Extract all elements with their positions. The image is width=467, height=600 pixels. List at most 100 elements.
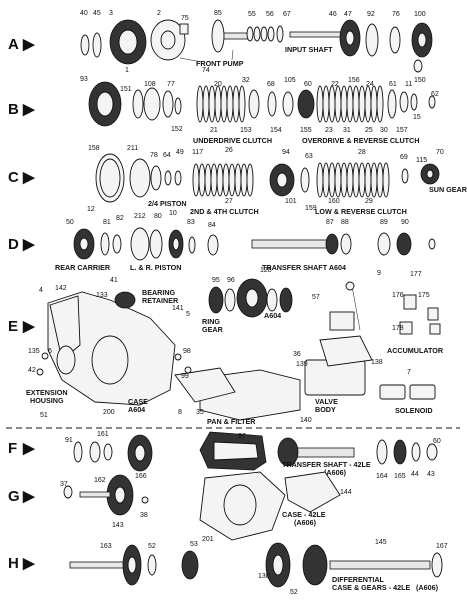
callout-46: 46 <box>329 11 337 18</box>
callout-28: 28 <box>358 149 366 156</box>
part-83 <box>188 236 196 254</box>
clutch-disc <box>370 162 378 198</box>
callout-10: 10 <box>169 210 177 217</box>
callout-41: 41 <box>110 277 118 284</box>
part-99 <box>184 366 192 374</box>
reaction-shaft-plate <box>211 19 225 53</box>
clutch-disc <box>376 162 384 198</box>
part-161b <box>103 443 113 461</box>
label-sun-gear: SUN GEAR <box>429 185 467 194</box>
row-g-parts <box>63 471 341 541</box>
callout-80: 80 <box>154 213 162 220</box>
label-2nd-4th-clutch: 2ND & 4TH CLUTCH <box>190 207 259 216</box>
clutch-disc <box>232 85 240 123</box>
clutch-disc <box>322 85 330 123</box>
label-extension: EXTENSION <box>26 388 68 397</box>
callout-165: 165 <box>394 473 406 480</box>
callout-90: 90 <box>401 219 409 226</box>
callout-143: 143 <box>112 522 124 529</box>
callout-157: 157 <box>396 127 408 134</box>
callout-61: 61 <box>389 81 397 88</box>
part-96 <box>224 288 236 312</box>
callout-105: 105 <box>284 77 296 84</box>
transfer-chain-inner <box>213 441 259 461</box>
clutch-disc <box>346 162 354 198</box>
front-pump-bore <box>118 29 138 55</box>
accumulator-piston-a <box>403 294 417 310</box>
rear-carrier-center <box>79 237 89 251</box>
callout-167: 167 <box>436 543 448 550</box>
callout-43: 43 <box>427 471 435 478</box>
callout-82: 82 <box>116 215 124 222</box>
callout-130: 130 <box>258 573 270 580</box>
callout-163: 163 <box>100 543 112 550</box>
row-arrow-a: ▶ <box>22 36 36 53</box>
clutch-disc <box>202 85 210 123</box>
callout-117: 117 <box>192 149 203 156</box>
label-case-42le: CASE - 42LE <box>282 510 326 519</box>
part-108 <box>143 87 161 121</box>
part-89 <box>377 232 391 256</box>
label-differential: DIFFERENTIAL <box>332 575 385 584</box>
label-solenoid: SOLENOID <box>395 406 433 415</box>
part-91 <box>73 441 83 463</box>
extension-housing <box>56 345 76 375</box>
label-housing: HOUSING <box>30 396 64 405</box>
row-b-callouts: 93 151 108 77 152 20 32 68 105 60 22 156… <box>80 76 439 145</box>
part-37 <box>63 485 73 499</box>
input-shaft <box>289 31 347 38</box>
callout-150: 150 <box>414 77 426 84</box>
row-letter-e: E <box>8 318 18 335</box>
callout-36: 36 <box>293 351 301 358</box>
ring-55b <box>253 26 261 42</box>
solenoid-block-a <box>379 384 406 400</box>
clutch-disc <box>334 162 342 198</box>
part-82 <box>112 234 122 254</box>
callout-4: 4 <box>39 287 43 294</box>
callout-60: 60 <box>304 81 312 88</box>
label-case: CASE <box>128 397 148 406</box>
part-9-head <box>345 281 355 291</box>
clutch-disc <box>204 163 212 197</box>
callout-44: 44 <box>411 471 419 478</box>
callout-200: 200 <box>103 409 115 416</box>
callout-3: 3 <box>109 10 113 17</box>
part-88 <box>340 233 352 255</box>
callout-31: 31 <box>343 127 351 134</box>
row-b-parts <box>88 81 436 127</box>
callout-87: 87 <box>326 219 334 226</box>
part-135 <box>41 352 49 360</box>
callout-156: 156 <box>348 77 360 84</box>
part-63 <box>300 167 310 193</box>
callout-142: 142 <box>55 285 67 292</box>
row-h-callouts: 163 52 53 130 52 145 167 DIFFERENTIAL CA… <box>100 539 448 596</box>
callout-22: 22 <box>331 81 339 88</box>
callout-85: 85 <box>214 10 222 17</box>
output-flange-center <box>127 556 137 574</box>
part-150 <box>413 59 423 73</box>
clutch-disc <box>226 85 234 123</box>
clutch-disc <box>352 85 360 123</box>
callout-138: 138 <box>371 359 383 366</box>
differential-ring-gear <box>302 544 328 586</box>
clutch-disc <box>316 162 324 198</box>
label-bearing: BEARING <box>142 288 176 297</box>
clutch-disc <box>322 162 330 198</box>
seal-ring-40 <box>80 34 90 56</box>
part-84 <box>207 234 219 256</box>
clutch-disc <box>234 163 242 197</box>
callout-75: 75 <box>181 15 189 22</box>
callout-62: 62 <box>431 91 439 98</box>
solenoid-block-b <box>409 384 436 400</box>
callout-52: 52 <box>148 543 156 550</box>
callout-6: 6 <box>48 348 52 355</box>
callout-30: 30 <box>380 127 388 134</box>
differential-case-center <box>272 554 284 576</box>
callout-151: 151 <box>120 86 132 93</box>
part-49 <box>174 170 182 186</box>
accumulator-piston-b <box>427 307 439 321</box>
label-body: BODY <box>315 405 336 414</box>
label-input-shaft: INPUT SHAFT <box>285 45 333 54</box>
part-43 <box>426 443 438 461</box>
